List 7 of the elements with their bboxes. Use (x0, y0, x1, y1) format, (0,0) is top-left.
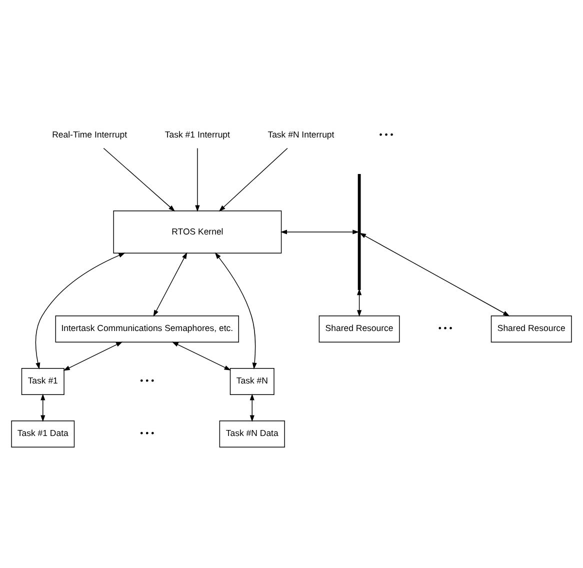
label: • • • (379, 128, 394, 139)
node-text: Real-Time Interrupt (52, 128, 128, 139)
node-text: Task #1 Interrupt (164, 128, 230, 139)
label: • • • (438, 322, 452, 333)
label: • • • (140, 428, 154, 438)
node-text: Task #N Interrupt (268, 128, 334, 139)
label: • • • (140, 375, 154, 386)
